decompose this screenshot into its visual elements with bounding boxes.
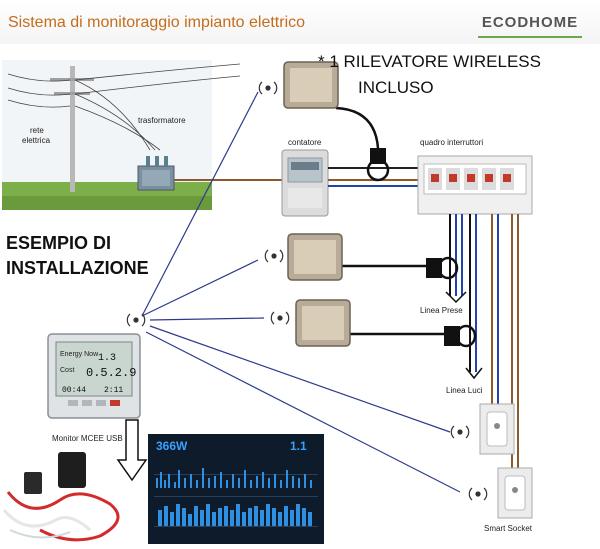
monitor-reading-3: 00:44	[62, 386, 86, 395]
wireless-links	[141, 91, 461, 493]
electric-meter	[281, 149, 329, 217]
prese-clamp	[426, 256, 459, 280]
ecodhome-logo: ECODHOME	[481, 14, 579, 31]
transmitter-luci	[295, 299, 351, 347]
page-title: Sistema di monitoraggio impianto elettri…	[8, 14, 306, 31]
dashboard-chart	[154, 468, 318, 527]
smart-socket-2	[497, 467, 533, 519]
landscape-ground	[2, 60, 212, 210]
label-contatore: contatore	[288, 138, 322, 147]
main-clamp	[366, 148, 390, 182]
example-label-line2: INSTALLAZIONE	[6, 258, 149, 278]
label-linea-prese: Linea Prese	[420, 306, 463, 315]
monitor-reading-2: 0.5.2.9	[86, 366, 136, 380]
label-smart-socket: Smart Socket	[484, 524, 533, 533]
transmitter-prese	[287, 233, 343, 281]
logo-underline	[478, 36, 582, 38]
signal-icon-monitor	[126, 313, 146, 327]
monitor-cost-label: Cost	[60, 367, 74, 374]
signal-icon-top	[258, 81, 278, 95]
energy-monitor-device	[47, 333, 141, 419]
transmitter-top	[283, 61, 339, 109]
signal-icon-socket-2	[468, 487, 488, 501]
luci-clamp	[444, 324, 477, 348]
dashboard-screenshot	[148, 434, 324, 544]
dashboard-power-value: 366W	[156, 439, 188, 453]
signal-icon-prese	[264, 249, 284, 263]
transformer	[137, 156, 175, 191]
label-monitor: Monitor MCEE USB	[52, 434, 123, 443]
label-quadro: quadro interruttori	[420, 138, 484, 147]
wireless-note-line1: * 1 RILEVATORE WIRELESS	[318, 52, 541, 71]
dashboard-secondary-value: 1.1	[290, 439, 307, 453]
utility-pole	[7, 63, 241, 192]
dashboard-bars-lower	[158, 504, 312, 526]
circuit-breaker-panel	[417, 155, 533, 215]
label-trasformatore: trasformatore	[138, 116, 186, 125]
signal-icon-socket-1	[450, 425, 470, 439]
usb-adapter	[2, 452, 120, 542]
label-linea-luci: Linea Luci	[446, 386, 483, 395]
prese-arrow	[445, 291, 467, 304]
label-rete: rete	[30, 126, 44, 135]
luci-arrow	[465, 367, 483, 380]
wireless-note-line2: INCLUSO	[358, 78, 434, 97]
clamp-cable-top	[335, 106, 380, 149]
down-arrow-icon	[116, 419, 148, 482]
monitor-reading-4: 2:11	[104, 386, 123, 395]
monitor-reading-1: 1.3	[98, 353, 116, 364]
signal-icon-luci	[270, 311, 290, 325]
dashboard-bars-upper	[156, 468, 312, 488]
example-label-line1: ESEMPIO DI	[6, 233, 112, 253]
monitor-energy-label: Energy Now	[60, 351, 99, 358]
label-elettrica: elettrica	[22, 136, 51, 145]
smart-socket-1	[479, 403, 515, 455]
